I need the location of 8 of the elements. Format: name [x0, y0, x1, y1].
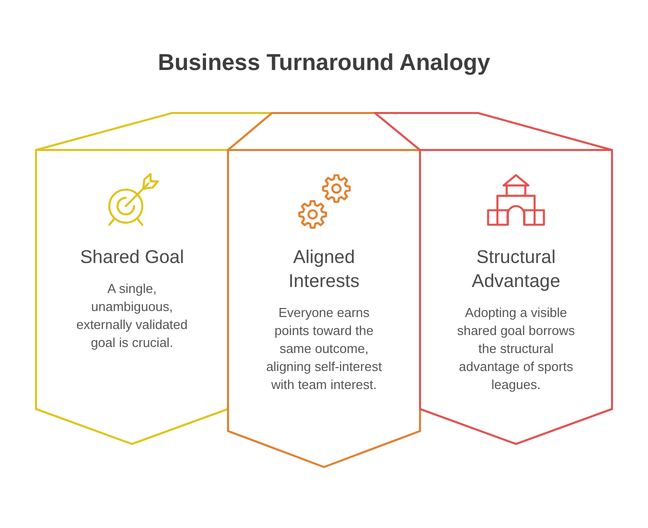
panel-heading: Aligned Interests [288, 245, 360, 293]
panel-description: Adopting a visible shared goal borrows the structural advantage of sports leagues. [456, 304, 576, 394]
title: Business Turnaround Analogy [156, 48, 492, 77]
panel-heading: Shared Goal [79, 245, 185, 269]
banner-panel [227, 112, 421, 468]
panel-description: A single, unambiguous, externally validated goal is crucial. [75, 280, 189, 352]
panel-description: Everyone earns points toward the same outcome, aligning self-interest with team interest. [265, 304, 383, 394]
panel-heading: Structural Advantage [470, 245, 562, 293]
